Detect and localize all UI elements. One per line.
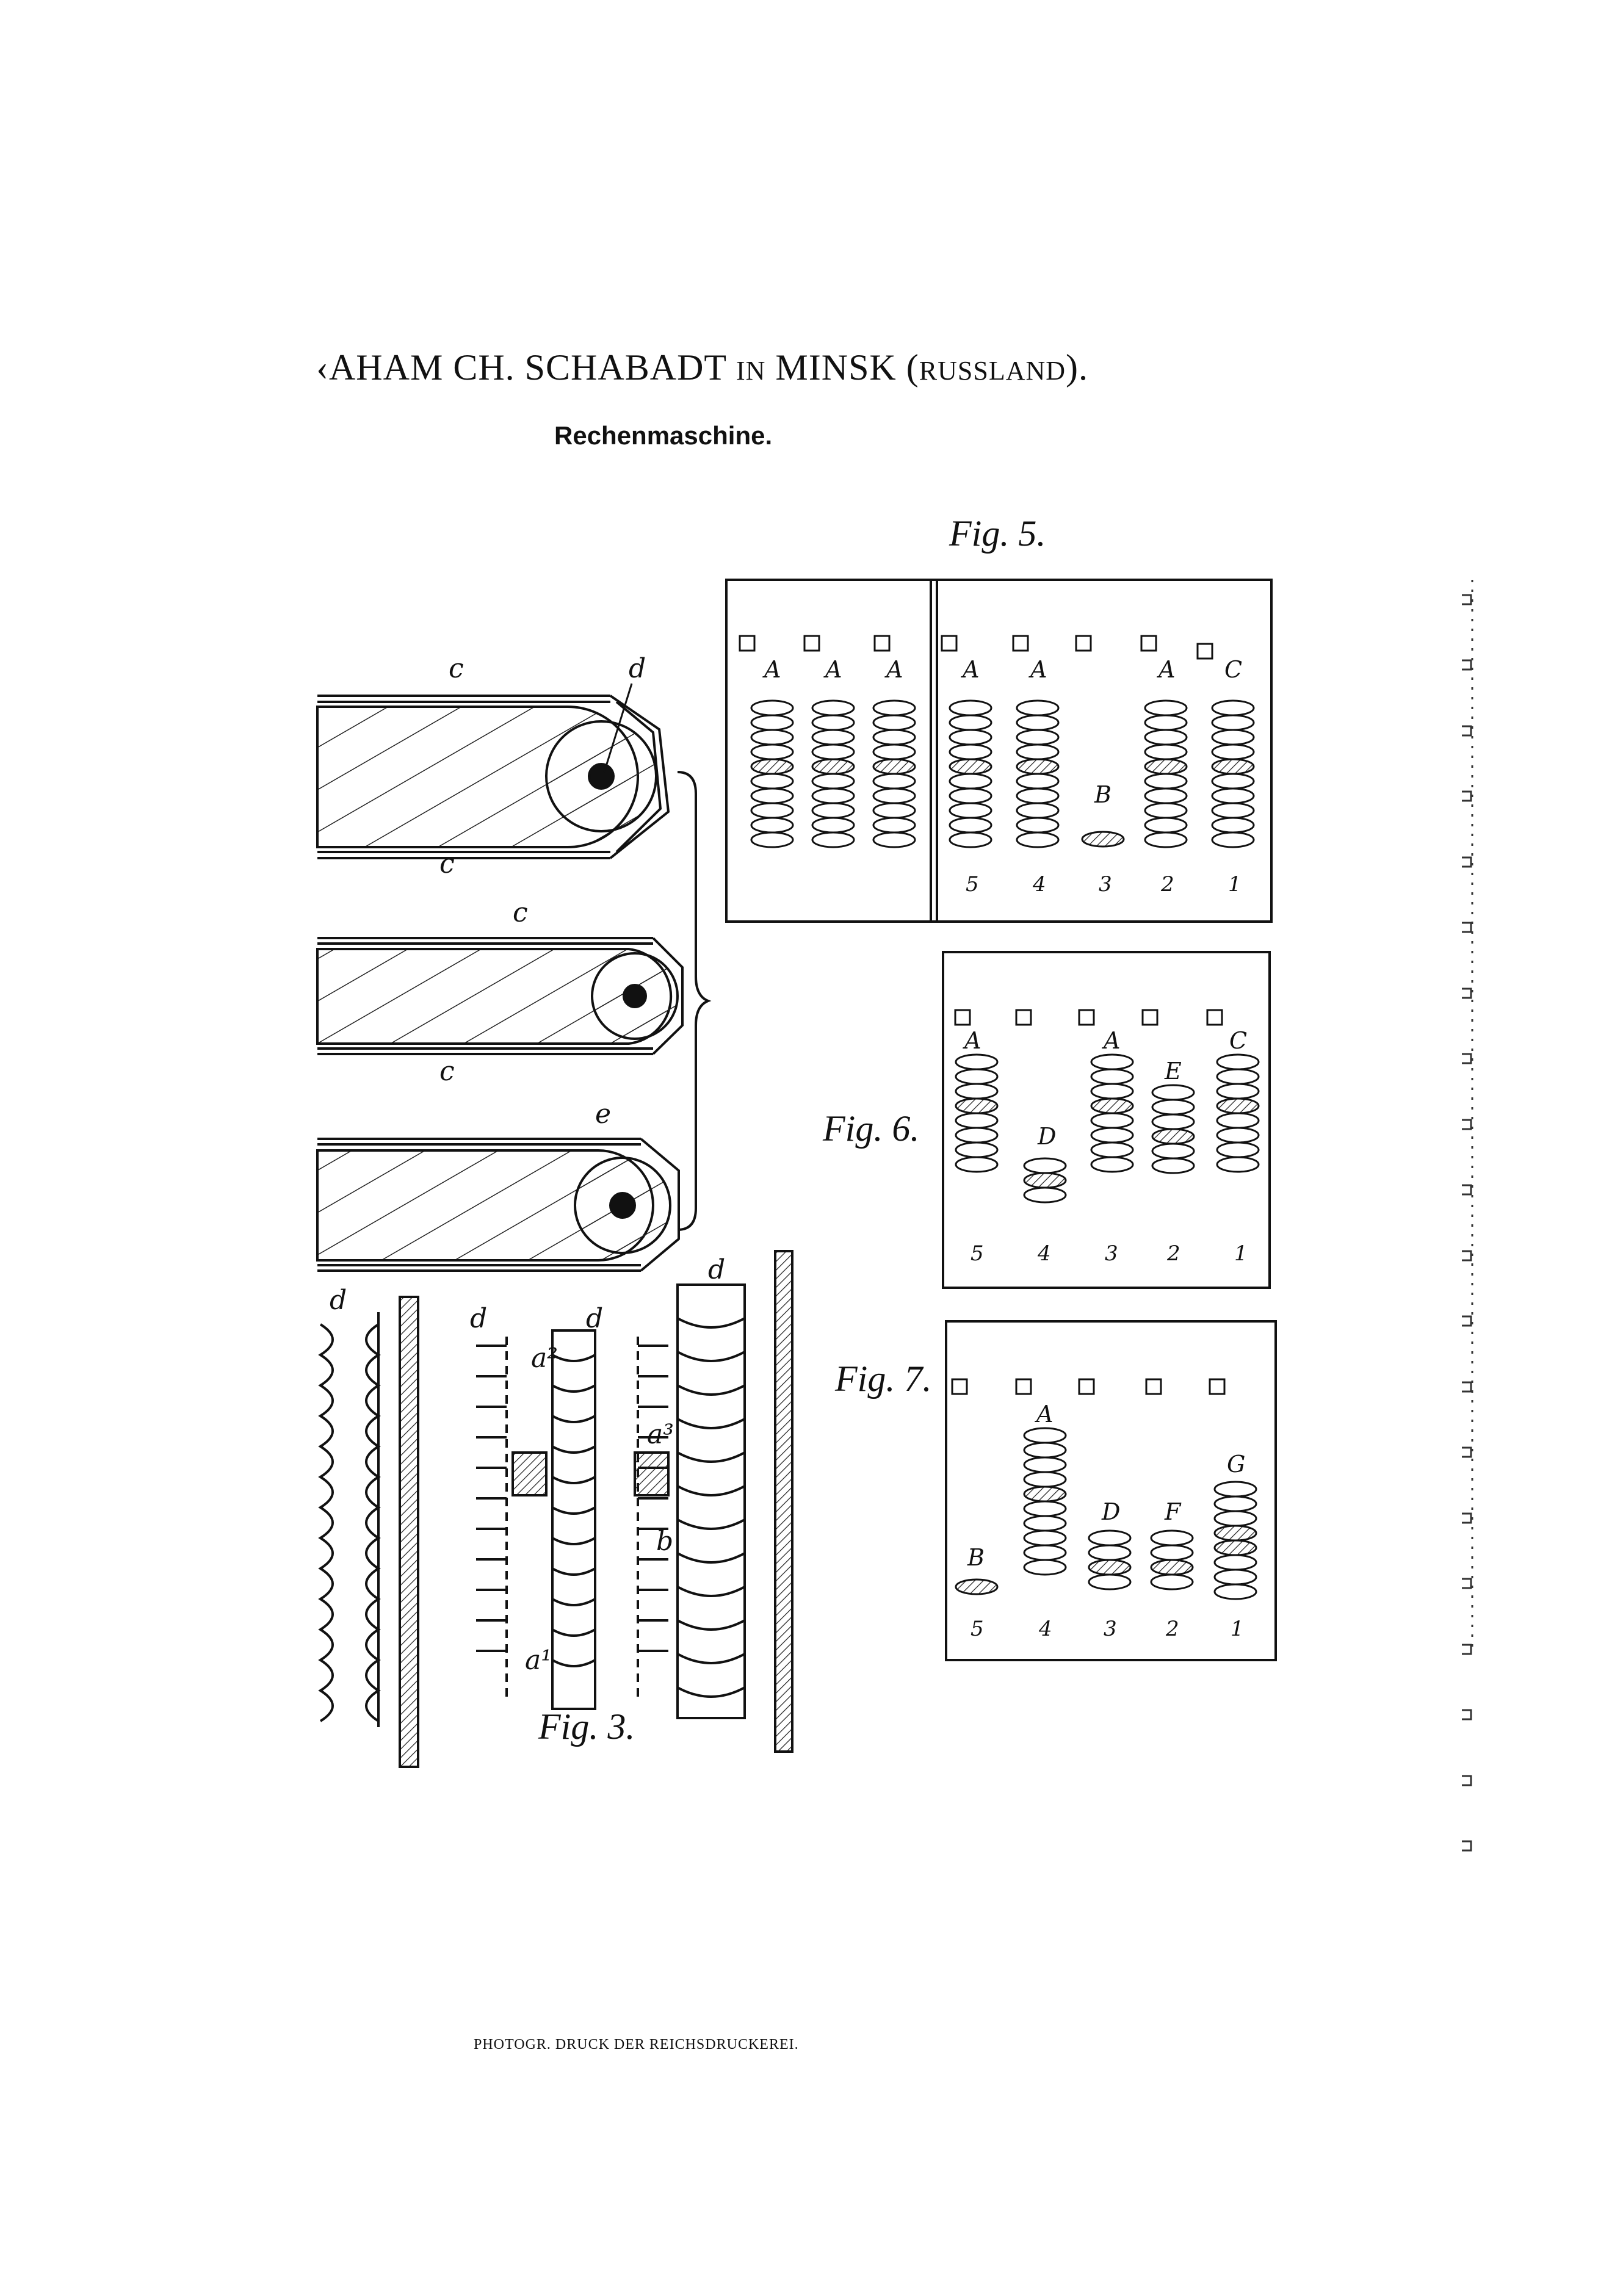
- ref-b: b: [656, 1526, 673, 1557]
- fig6-num-1: 1: [1234, 1241, 1248, 1266]
- fig7-num-5: 5: [971, 1617, 984, 1641]
- fig5-col-B: B: [1094, 781, 1112, 808]
- fig7-col-D: D: [1101, 1498, 1120, 1525]
- edge-ruler: [1462, 580, 1473, 1852]
- fig3-belt-middle: [316, 937, 684, 1055]
- fig6-col-A1: A: [963, 1027, 981, 1054]
- title-city: MINSK (: [765, 347, 919, 388]
- fig5-col-A2: A: [823, 656, 842, 683]
- fig5-col-A4: A: [961, 656, 979, 683]
- fig7-num-4: 4: [1038, 1617, 1052, 1641]
- fig7-caption: Fig. 7.: [835, 1359, 932, 1399]
- fig6-num-3: 3: [1105, 1241, 1118, 1266]
- ref-c-4: c: [439, 1056, 455, 1087]
- fig5-panel: [725, 579, 1273, 923]
- ref-e: e: [595, 1099, 611, 1130]
- fig7-col-G: G: [1227, 1451, 1245, 1478]
- fig5-num-5: 5: [966, 872, 979, 897]
- title-in: IN: [736, 356, 766, 386]
- fig7-col-B: B: [967, 1544, 985, 1571]
- fig5-col-A5: A: [1028, 656, 1047, 683]
- fig5-columns: [750, 699, 1255, 848]
- fig6-labels: A D A E C 5 4 3 2 1: [954, 1009, 1248, 1266]
- fig7-col-F: F: [1164, 1498, 1182, 1525]
- fig5-col-C: C: [1224, 656, 1242, 683]
- patent-subtitle: Rechenmaschine.: [554, 421, 773, 450]
- fig3-caption: Fig. 3.: [538, 1706, 635, 1747]
- fig5-col-A3: A: [884, 656, 903, 683]
- ref-d-4: d: [708, 1254, 725, 1285]
- ref-d-1: d: [330, 1285, 347, 1316]
- ref-a3: a³: [647, 1419, 674, 1450]
- fig7-num-3: 3: [1104, 1617, 1117, 1641]
- fig6-col-C: C: [1229, 1027, 1247, 1054]
- fig5-num-3: 3: [1099, 872, 1112, 897]
- fig6-col-A2: A: [1102, 1027, 1120, 1054]
- ref-c-3: c: [513, 897, 528, 928]
- fig3-brace: [677, 771, 712, 1231]
- ref-d-3: d: [586, 1303, 603, 1334]
- fig6-panel: [942, 951, 1271, 1289]
- fig5-caption: Fig. 5.: [949, 513, 1046, 554]
- fig6-columns: [955, 1053, 1260, 1204]
- fig7-col-A: A: [1035, 1401, 1053, 1428]
- fig5-num-4: 4: [1032, 872, 1046, 897]
- fig6-num-5: 5: [971, 1241, 984, 1266]
- fig3-belt-bottom: [316, 1138, 680, 1272]
- fig5-labels: A A A A A B A C 5 4 3 2 1: [739, 635, 1242, 897]
- ref-d-2: d: [470, 1303, 487, 1334]
- fig3-belt-top: [316, 695, 670, 859]
- fig3-chains: [318, 1250, 793, 1768]
- fig5-num-1: 1: [1228, 872, 1242, 897]
- fig6-col-D: D: [1037, 1123, 1056, 1150]
- title-country: RUSSLAND: [919, 356, 1066, 386]
- patent-title: ‹AHAM CH. SCHABADT IN MINSK (RUSSLAND).: [316, 347, 1088, 389]
- fig7-labels: A B D F G 5 4 3 2 1: [951, 1378, 1245, 1641]
- fig6-caption: Fig. 6.: [823, 1108, 920, 1149]
- ref-c-2: c: [439, 848, 455, 879]
- printer-footer: PHOTOGR. DRUCK DER REICHSDRUCKEREI.: [474, 2037, 799, 2052]
- ref-a-top: d: [629, 653, 646, 684]
- fig5-num-2: 2: [1160, 872, 1174, 897]
- fig6-num-2: 2: [1166, 1241, 1180, 1266]
- title-end: ).: [1066, 347, 1089, 388]
- ref-c-1: c: [449, 653, 464, 684]
- fig6-num-4: 4: [1037, 1241, 1051, 1266]
- fig7-num-2: 2: [1165, 1617, 1179, 1641]
- fig5-col-A6: A: [1157, 656, 1175, 683]
- title-main: ‹AHAM CH. SCHABADT: [316, 347, 736, 388]
- ref-a2: a²: [531, 1343, 558, 1374]
- fig7-panel: [945, 1320, 1277, 1661]
- ref-a1: a¹: [525, 1645, 552, 1676]
- fig6-col-E: E: [1164, 1058, 1182, 1085]
- fig5-col-A1: A: [762, 656, 781, 683]
- fig7-num-1: 1: [1231, 1617, 1244, 1641]
